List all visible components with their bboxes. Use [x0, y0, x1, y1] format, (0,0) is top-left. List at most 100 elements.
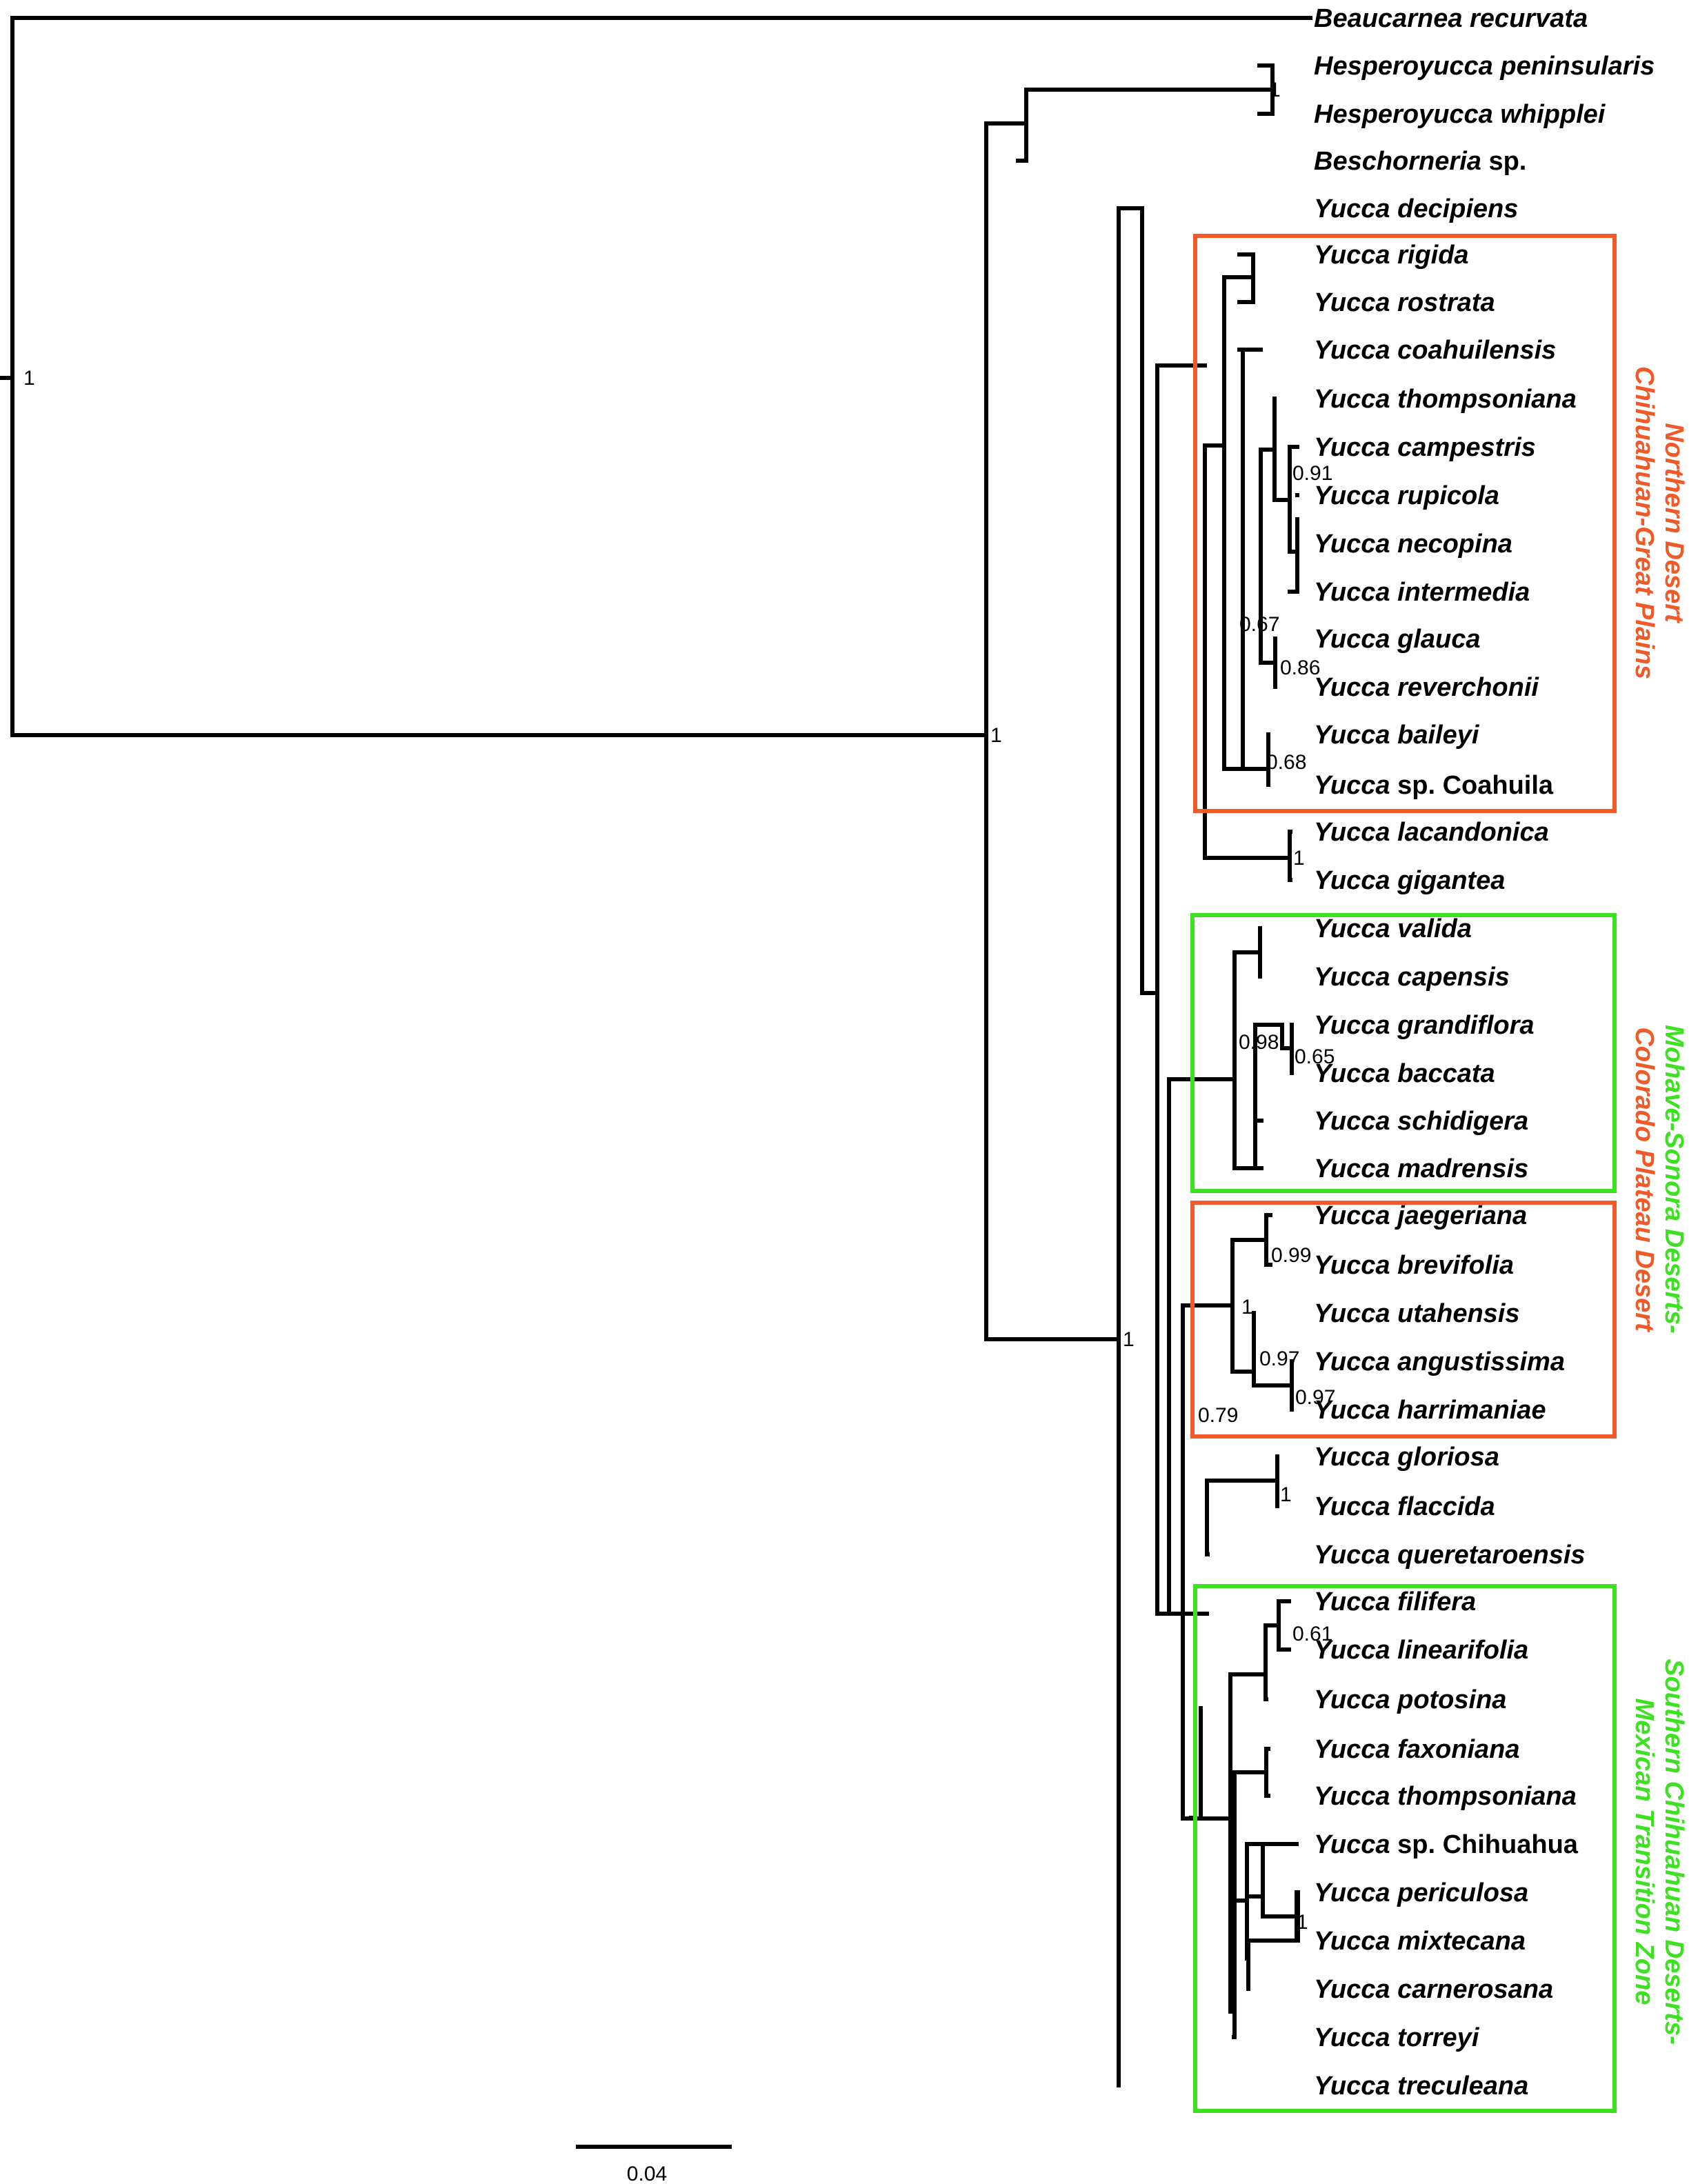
support-value: 1	[23, 367, 35, 390]
tip-taxon: Yucca jaegeriana	[1314, 1201, 1527, 1230]
tip-taxon: Yucca coahuilensis	[1314, 336, 1556, 365]
tip-taxon: Hesperoyucca peninsularis	[1314, 52, 1655, 81]
tip-taxon: Yucca angustissima	[1314, 1348, 1565, 1376]
tip-taxon: Yucca	[1314, 1830, 1390, 1859]
clade-label: Colorado Plateau Desert	[1630, 1027, 1659, 1332]
tip-taxon: Yucca glauca	[1314, 625, 1481, 654]
tip-taxon: Yucca gloriosa	[1314, 1443, 1499, 1472]
tip-taxon: Yucca utahensis	[1314, 1299, 1520, 1328]
tip-taxon: Yucca schidigera	[1314, 1107, 1528, 1136]
clade-label: Southern Chihuahuan Deserts-	[1659, 1659, 1688, 2045]
tip-label: Hesperoyucca whipplei	[1314, 100, 1606, 129]
tip-label: Yucca periculosa	[1314, 1879, 1528, 1907]
tip-taxon: Yucca campestris	[1314, 433, 1536, 462]
tip-taxon: Yucca valida	[1314, 914, 1472, 943]
tip-taxon: Yucca gigantea	[1314, 866, 1505, 895]
tip-taxon: Yucca harrimaniae	[1314, 1396, 1546, 1425]
tip-taxon: Yucca flaccida	[1314, 1492, 1495, 1521]
tip-taxon: Yucca baileyi	[1314, 721, 1480, 750]
tip-taxon: Yucca rupicola	[1314, 481, 1499, 510]
tip-taxon: Yucca thompsoniana	[1314, 385, 1577, 414]
tip-taxon: Yucca lacandonica	[1314, 818, 1549, 847]
support-value: 1	[1280, 1483, 1292, 1506]
clade-box	[1190, 913, 1617, 1193]
support-value: 1	[990, 724, 1002, 747]
tip-label: Yucca flaccida	[1314, 1492, 1495, 1521]
support-value: 0.97	[1259, 1348, 1299, 1370]
tip-taxon: Yucca brevifolia	[1314, 1251, 1514, 1280]
support-value: 0.97	[1295, 1386, 1335, 1409]
tip-label: Yucca necopina	[1314, 530, 1512, 559]
tip-taxon: Yucca grandiflora	[1314, 1011, 1535, 1040]
tip-taxon: Yucca	[1314, 771, 1390, 800]
support-value: 0.68	[1266, 751, 1306, 774]
tip-label: Yucca baileyi	[1314, 721, 1480, 750]
tip-taxon: Yucca filifera	[1314, 1587, 1476, 1616]
tip-label: Yucca brevifolia	[1314, 1251, 1514, 1280]
clade-label: Northern Desert	[1659, 423, 1688, 623]
tip-taxon: Yucca carnerosana	[1314, 1975, 1553, 2004]
tip-taxon: Yucca mixtecana	[1314, 1927, 1526, 1956]
tip-label: Yucca coahuilensis	[1314, 336, 1556, 365]
tip-label: Yucca harrimaniae	[1314, 1396, 1546, 1425]
support-value: 0.98	[1239, 1031, 1279, 1054]
tip-label: Yucca thompsoniana	[1314, 1782, 1577, 1811]
tip-taxon: Yucca torreyi	[1314, 2023, 1480, 2052]
tip-label: Yucca treculeana	[1314, 2072, 1528, 2101]
clade-box	[1193, 234, 1617, 813]
support-value: 0.65	[1295, 1045, 1335, 1068]
clade-boxes	[1190, 234, 1617, 2113]
tip-label: Yucca rupicola	[1314, 481, 1499, 510]
tip-taxon: Yucca periculosa	[1314, 1879, 1528, 1907]
tip-taxon: Yucca treculeana	[1314, 2072, 1528, 2101]
tip-label: Yucca rostrata	[1314, 288, 1495, 317]
tip-label: Yucca valida	[1314, 914, 1472, 943]
tip-taxon: Yucca decipiens	[1314, 194, 1518, 223]
tip-label: Yucca mixtecana	[1314, 1927, 1526, 1956]
tip-taxon: Yucca potosina	[1314, 1685, 1506, 1714]
support-value: 1	[1123, 1328, 1135, 1351]
support-value: 0.79	[1198, 1404, 1238, 1427]
scale-bar: 0.04	[576, 2145, 732, 2184]
tree-branches	[0, 16, 1312, 2087]
tip-label: Yucca gigantea	[1314, 866, 1505, 895]
tip-taxon: Yucca rigida	[1314, 241, 1469, 270]
tip-label: Yucca potosina	[1314, 1685, 1506, 1714]
support-value: 0.67	[1239, 613, 1279, 636]
tip-label: Yucca grandiflora	[1314, 1011, 1535, 1040]
clade-box	[1190, 1201, 1617, 1439]
tip-label: Yucca thompsoniana	[1314, 385, 1577, 414]
tip-label: Yucca carnerosana	[1314, 1975, 1553, 2004]
support-value: 1	[1269, 79, 1281, 101]
tip-taxon: Yucca thompsoniana	[1314, 1782, 1577, 1811]
tip-label: Yucca sp. Chihuahua	[1314, 1830, 1579, 1859]
tip-label: Hesperoyucca peninsularis	[1314, 52, 1655, 81]
tip-taxon: Hesperoyucca whipplei	[1314, 100, 1606, 129]
tip-qualifier: sp. Chihuahua	[1390, 1830, 1579, 1859]
tip-label: Yucca schidigera	[1314, 1107, 1528, 1136]
tip-label: Yucca madrensis	[1314, 1154, 1528, 1183]
clade-box	[1193, 1584, 1617, 2113]
tip-label: Yucca decipiens	[1314, 194, 1518, 223]
tip-label: Yucca lacandonica	[1314, 818, 1549, 847]
tip-taxon: Yucca madrensis	[1314, 1154, 1528, 1183]
support-value: 0.91	[1292, 462, 1332, 485]
tip-label: Yucca glauca	[1314, 625, 1481, 654]
tip-label: Yucca rigida	[1314, 241, 1469, 270]
clade-label: Mohave-Sonora Deserts-	[1659, 1025, 1688, 1334]
tip-label: Yucca baccata	[1314, 1059, 1495, 1088]
tip-label: Yucca capensis	[1314, 963, 1510, 992]
tip-taxon: Yucca reverchonii	[1314, 673, 1539, 702]
tip-taxon: Beschorneria	[1314, 147, 1481, 176]
tip-label: Yucca filifera	[1314, 1587, 1476, 1616]
tip-taxon: Beaucarnea recurvata	[1314, 4, 1588, 33]
tip-qualifier: sp. Coahuila	[1390, 771, 1554, 800]
tip-label: Yucca campestris	[1314, 433, 1536, 462]
tip-label: Beschorneria sp.	[1314, 147, 1526, 176]
support-value: 1	[1241, 1296, 1253, 1319]
tip-taxon: Yucca queretaroensis	[1314, 1541, 1586, 1570]
tip-label: Yucca torreyi	[1314, 2023, 1480, 2052]
